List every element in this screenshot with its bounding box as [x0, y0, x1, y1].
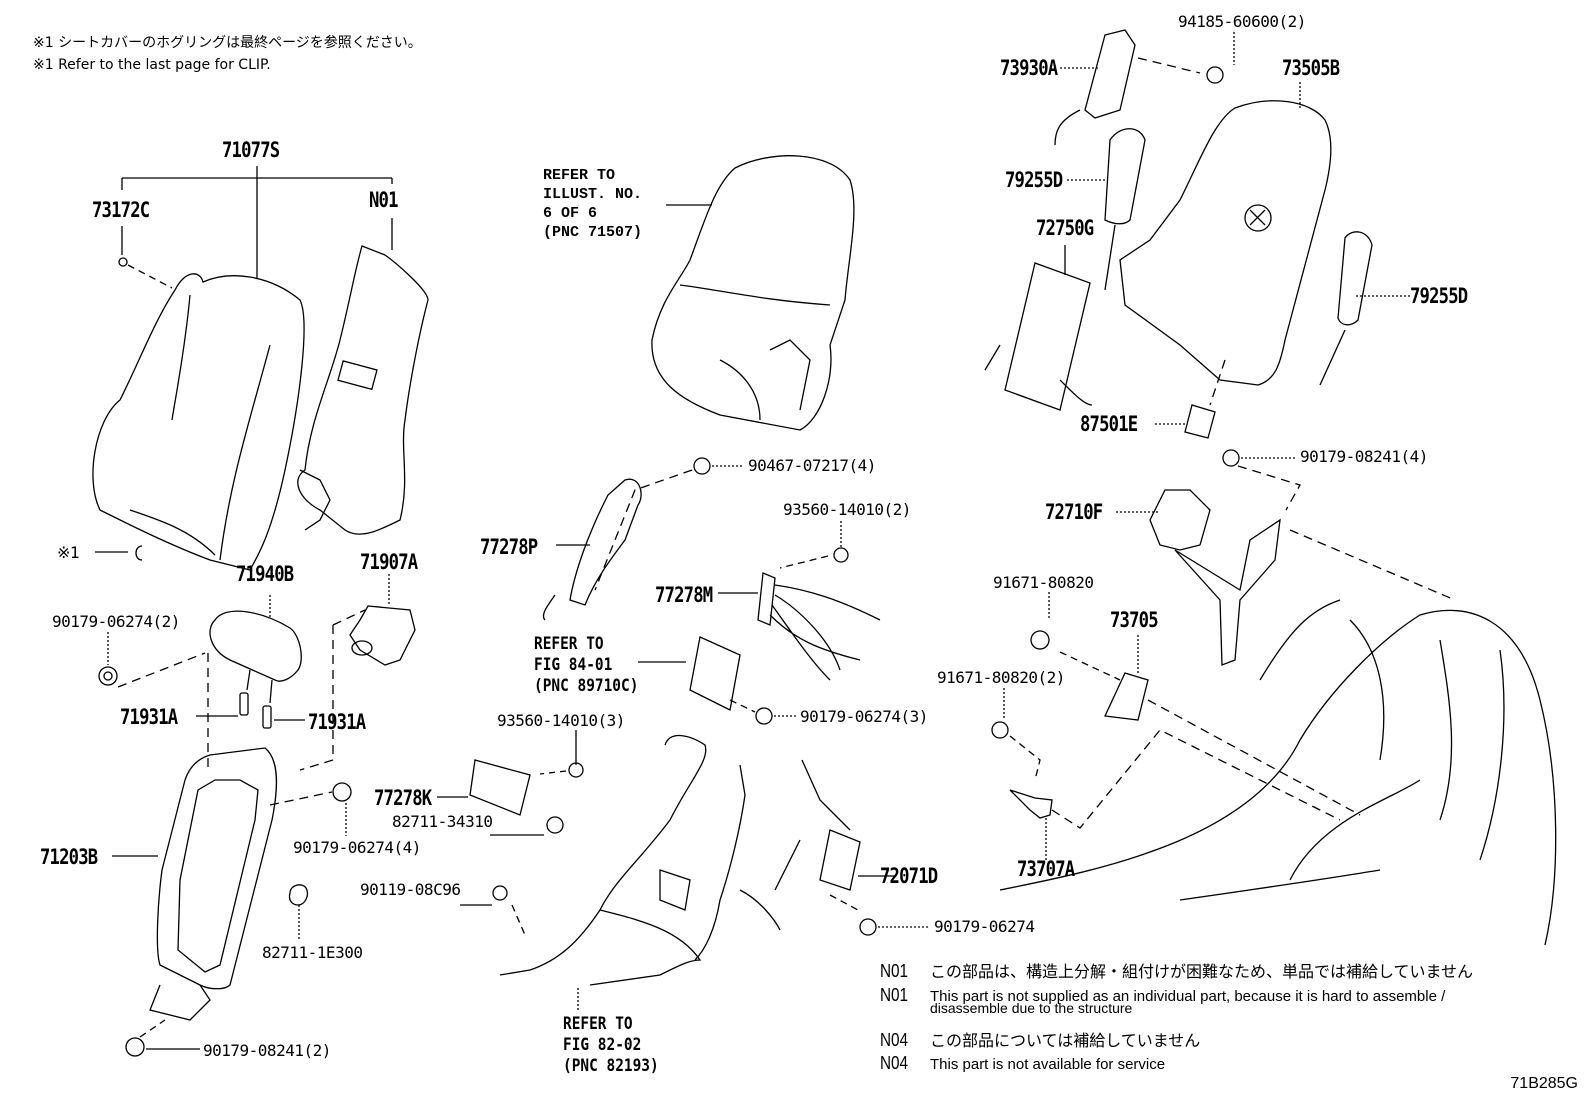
callout-71931A-right[interactable]: 71931A: [308, 710, 366, 734]
note-N01-en-line2: disassemble due to the structure: [930, 1000, 1133, 1016]
callout-72710F[interactable]: 72710F: [1045, 500, 1103, 524]
note-code: N04: [880, 1030, 909, 1050]
callout-93560-14010-2[interactable]: 93560-14010(2): [783, 500, 911, 519]
nut-90179-06274-4: [332, 782, 352, 802]
note-text: この部品は、構造上分解・組付けが困難なため、単品では補給していません: [930, 964, 1474, 981]
nut-90179-06274-3: [755, 707, 773, 725]
callout-79255D-left[interactable]: 79255D: [1005, 168, 1063, 192]
callout-87501E[interactable]: 87501E: [1080, 412, 1138, 436]
callout-90179-06274[interactable]: 90179-06274: [934, 917, 1035, 936]
callout-90179-06274-3[interactable]: 90179-06274(3): [800, 707, 928, 726]
callout-90179-08241-2[interactable]: 90179-08241(2): [203, 1041, 331, 1060]
wire-harness-82193: [499, 734, 781, 986]
callout-71203B[interactable]: 71203B: [40, 845, 98, 869]
airbag-73930A: [1084, 29, 1136, 119]
callout-91671-80820-2[interactable]: 91671-80820(2): [937, 668, 1065, 687]
bracket-72710F: [1149, 489, 1281, 666]
callout-90179-06274-2[interactable]: 90179-06274(2): [52, 612, 180, 631]
note-text: This part is not supplied as an individu…: [930, 988, 1446, 1005]
callout-82711-34310[interactable]: 82711-34310: [392, 812, 493, 831]
harness-77278K: [469, 759, 531, 816]
callout-73172C[interactable]: 73172C: [92, 198, 150, 222]
nut-90179-08241-2: [125, 1037, 145, 1057]
pad-79255D-left: [1104, 128, 1146, 225]
note-code: N01: [880, 961, 909, 981]
reference-fig-84-01[interactable]: REFER TO FIG 84-01 (PNC 89710C): [534, 634, 639, 696]
note-N04-jp: N04 この部品については補給していません: [880, 1027, 1200, 1051]
side-panel-N01: [297, 245, 429, 535]
callout-71907A[interactable]: 71907A: [360, 550, 418, 574]
harness-77278P: [542, 478, 642, 621]
sensor-87501E: [1184, 404, 1216, 439]
headrest-71940B: [209, 610, 302, 682]
callout-73705[interactable]: 73705: [1110, 608, 1159, 632]
figure-id: 71B285G: [1510, 1075, 1578, 1092]
reference-illust-71507[interactable]: REFER TO ILLUST. NO. 6 OF 6 (PNC 71507): [543, 167, 643, 241]
seatback-board-73505B: [1119, 100, 1332, 386]
nut-90179-06274: [859, 918, 877, 936]
bolt-91671-80820: [1030, 630, 1050, 650]
callout-90119-08C96[interactable]: 90119-08C96: [360, 880, 461, 899]
clip-90467-07217-4: [693, 457, 711, 475]
sensor-72071D: [819, 829, 861, 891]
callout-N01[interactable]: N01: [369, 188, 398, 212]
pad-79255D-right: [1337, 231, 1373, 326]
callout-90179-08241-4[interactable]: 90179-08241(4): [1300, 447, 1428, 466]
bolt-93560-14010-2: [833, 547, 849, 563]
striker-73705: [1104, 672, 1149, 721]
note-code: N04: [880, 1053, 909, 1073]
callout-82711-1E300[interactable]: 82711-1E300: [262, 943, 363, 962]
callout-73707A[interactable]: 73707A: [1017, 857, 1075, 881]
callout-73930A[interactable]: 73930A: [1000, 56, 1058, 80]
header-note-jp: ※1 シートカバーのホグリングは最終ページを参照ください。: [33, 35, 422, 51]
callout-72750G[interactable]: 72750G: [1036, 216, 1094, 240]
module-89710C: [689, 636, 741, 711]
callout-94185-60600-2[interactable]: 94185-60600(2): [1178, 12, 1306, 31]
note-text: この部品については補給していません: [930, 1033, 1201, 1050]
seatback-pad-71507: [651, 155, 855, 431]
clamp-82711-34310: [546, 816, 564, 834]
callout-91671-80820[interactable]: 91671-80820: [993, 573, 1094, 592]
note-code: N01: [880, 985, 909, 1005]
clip-marker: ※1: [57, 543, 80, 562]
seatback-cover-71077S: [92, 273, 305, 571]
callout-77278M[interactable]: 77278M: [655, 583, 713, 607]
bolt-91671-80820-2: [991, 721, 1009, 739]
note-N04-en: N04 This part is not available for servic…: [880, 1053, 1165, 1074]
note-text: This part is not available for service: [930, 1056, 1166, 1073]
harness-77278M: [757, 572, 881, 681]
callout-71931A-left[interactable]: 71931A: [120, 705, 178, 729]
callout-79255D-right[interactable]: 79255D: [1410, 284, 1468, 308]
lumbar-motor-71907A: [349, 605, 416, 666]
vehicle-body-outline: [999, 599, 1557, 946]
seat-frame-71203B: [156, 747, 278, 990]
clip-94185-60600-2: [1206, 66, 1224, 84]
callout-90179-06274-4[interactable]: 90179-06274(4): [293, 838, 421, 857]
header-note-en: ※1 Refer to the last page for CLIP.: [33, 57, 271, 73]
cover-73707A: [1009, 789, 1053, 819]
note-N01-en: N01 This part is not supplied as an indiv…: [880, 985, 1445, 1006]
bolt-90119-08C96: [492, 885, 508, 901]
leader-71077S: [121, 166, 393, 278]
heater-72750G: [1004, 262, 1091, 411]
reference-fig-82-02[interactable]: REFER TO FIG 82-02 (PNC 82193): [563, 1014, 659, 1076]
callout-90467-07217-4[interactable]: 90467-07217(4): [748, 456, 876, 475]
callout-71077S[interactable]: 71077S: [222, 138, 280, 162]
callout-93560-14010-3[interactable]: 93560-14010(3): [497, 711, 625, 730]
callout-77278K[interactable]: 77278K: [374, 786, 432, 810]
clip-82711-1E300: [288, 884, 309, 906]
nut-90179-08241-4: [1222, 449, 1240, 467]
callout-73505B[interactable]: 73505B: [1282, 56, 1340, 80]
callout-71940B[interactable]: 71940B: [236, 562, 294, 586]
clip-73172C: [118, 257, 128, 267]
note-N01-jp: N01 この部品は、構造上分解・組付けが困難なため、単品では補給していません: [880, 958, 1473, 982]
callout-72071D[interactable]: 72071D: [880, 864, 938, 888]
bolt-93560-14010-3: [568, 762, 584, 778]
callout-77278P[interactable]: 77278P: [480, 535, 538, 559]
nut-90179-06274-2: [98, 666, 118, 686]
